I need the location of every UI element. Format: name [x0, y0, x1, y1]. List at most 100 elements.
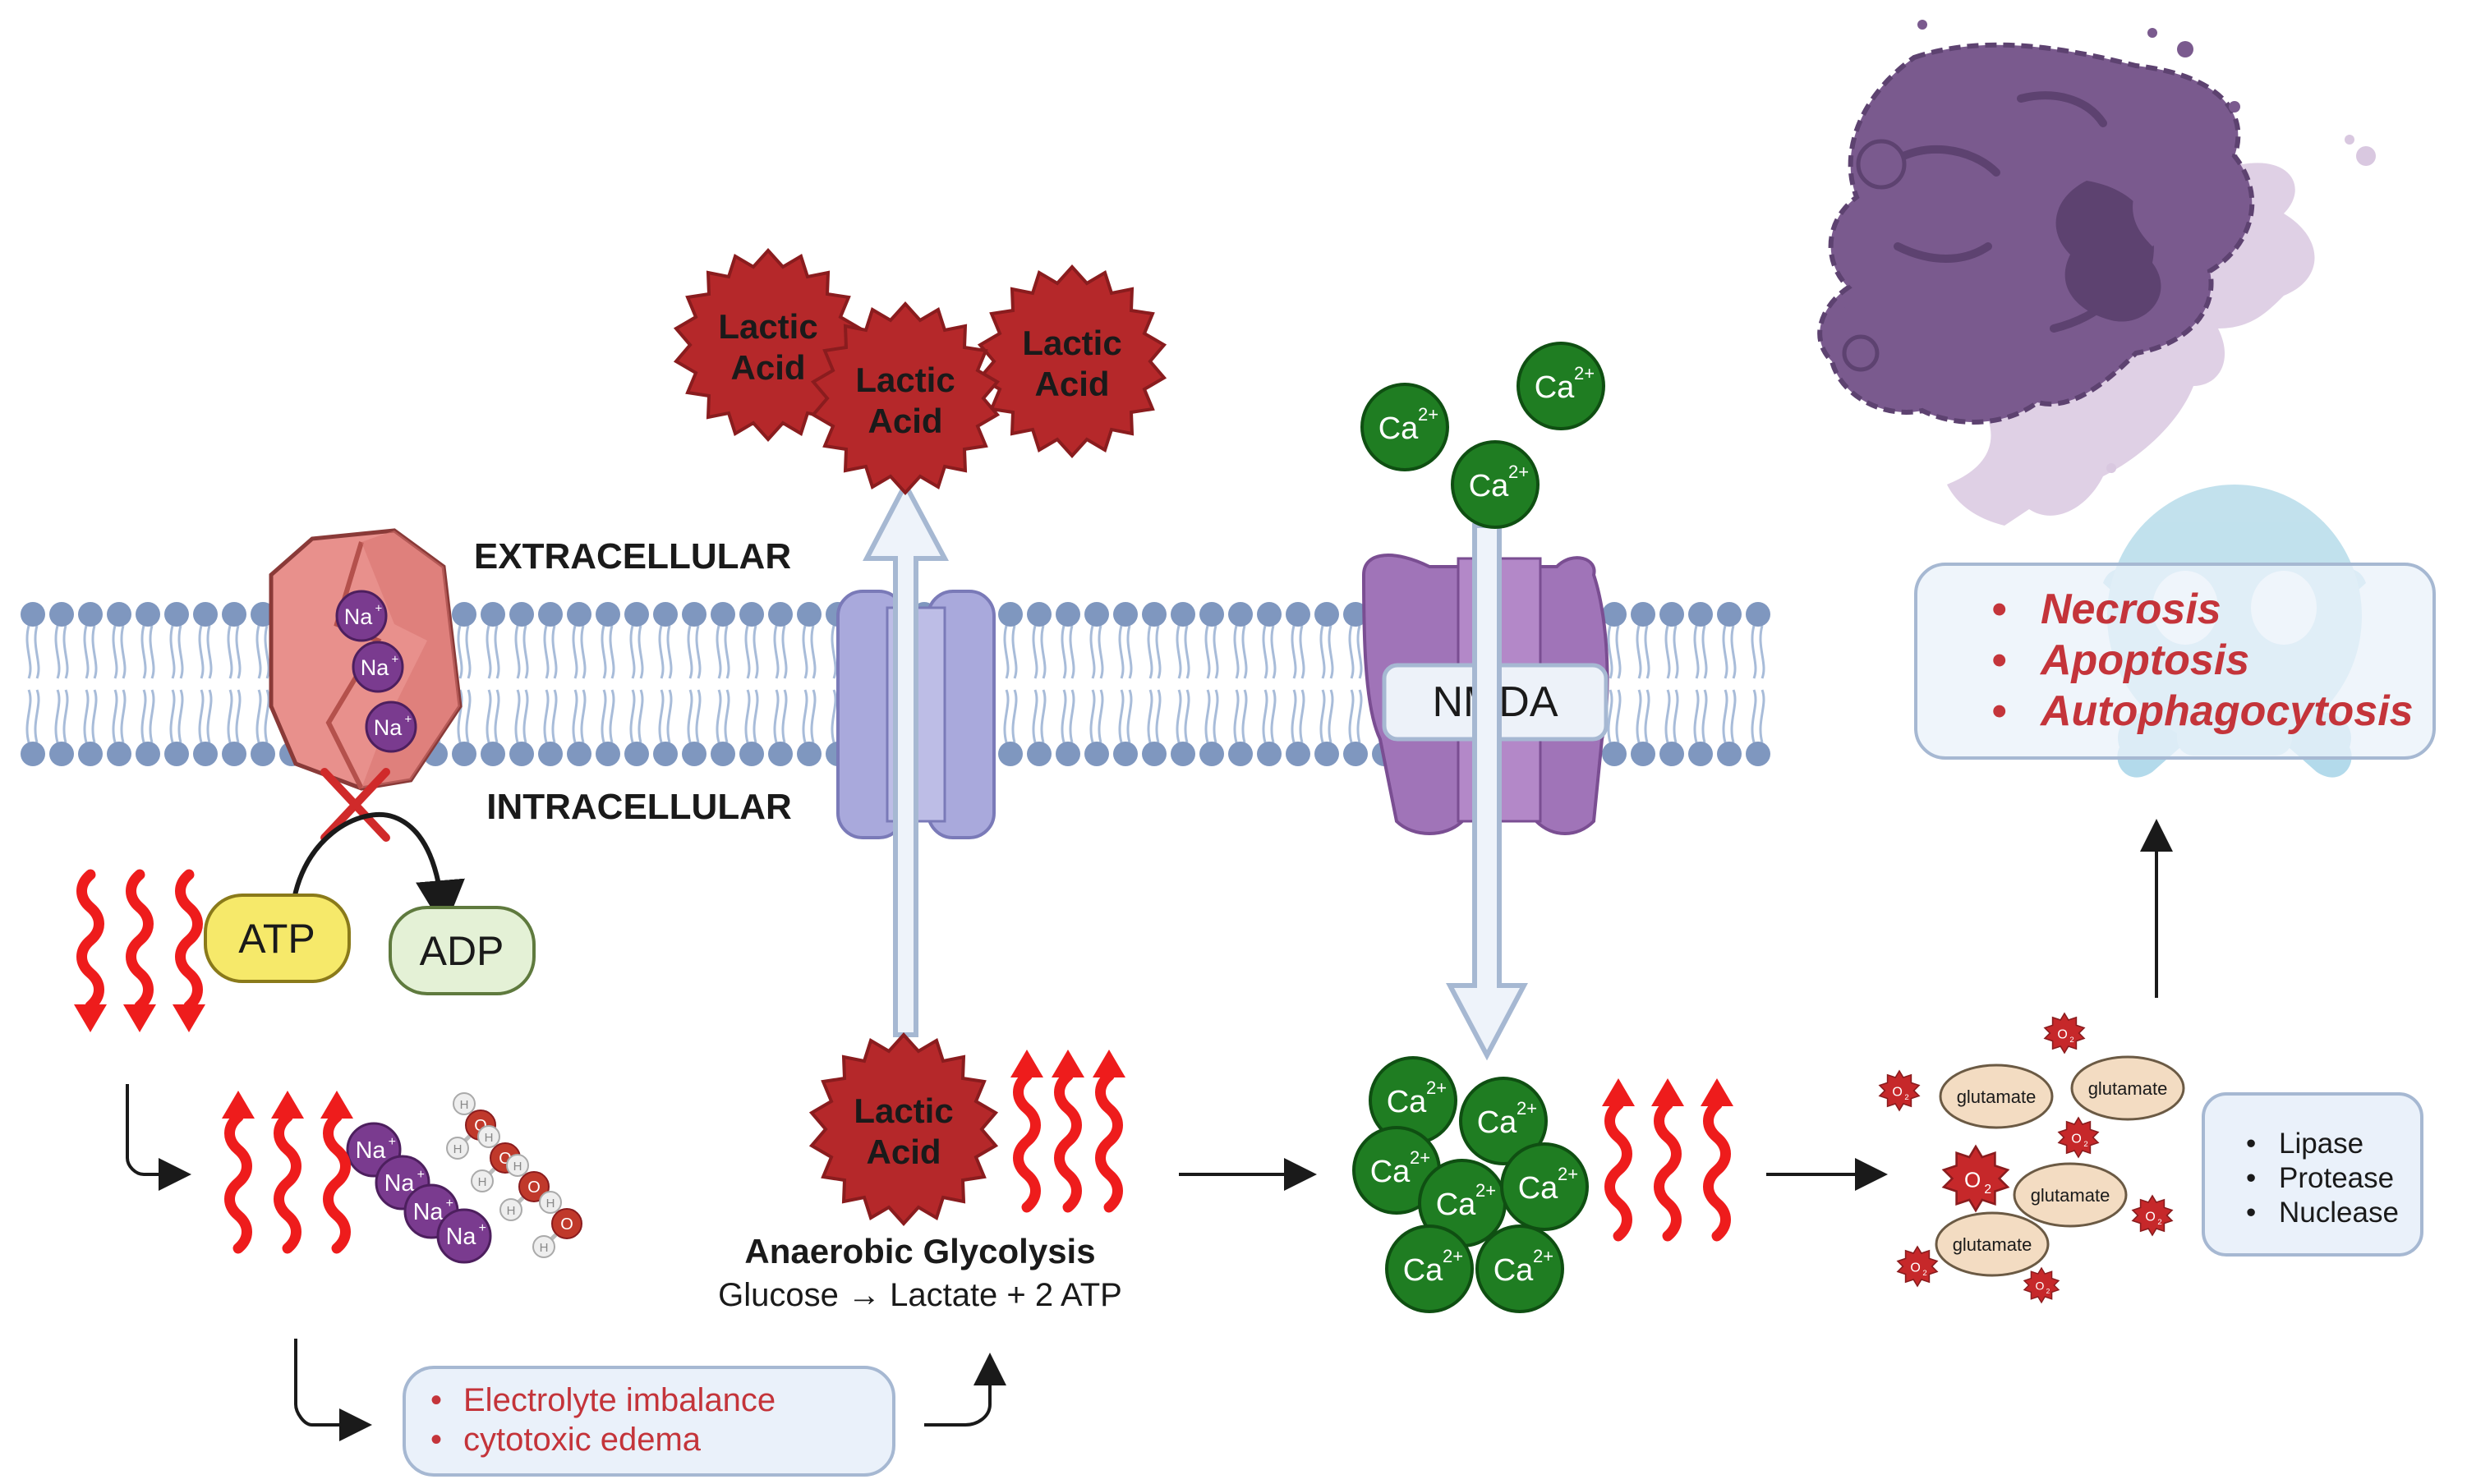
intracellular-label: INTRACELLULAR	[486, 787, 792, 827]
svg-text:+: +	[417, 1168, 425, 1182]
list-item: Necrosis	[1991, 584, 2432, 635]
svg-text:O: O	[560, 1215, 573, 1234]
electrolyte-edema-box: Electrolyte imbalancecytotoxic edema	[403, 1366, 895, 1477]
oxygen-atom	[551, 1208, 582, 1239]
svg-text:2+: 2+	[1508, 462, 1529, 482]
calcium-inflow-arrow	[1446, 523, 1528, 1061]
svg-text:2+: 2+	[1475, 1180, 1496, 1201]
lactic-acid-label: Lactic	[718, 307, 817, 346]
extracellular-label: EXTRACELLULAR	[474, 536, 791, 577]
svg-text:2+: 2+	[1558, 1164, 1578, 1184]
list-item: Electrolyte imbalance	[430, 1381, 892, 1420]
svg-text:Na: Na	[356, 1137, 387, 1164]
adp-label: ADP	[420, 928, 504, 974]
list-item: Autophagocytosis	[1991, 686, 2432, 737]
svg-text:2: 2	[2069, 1036, 2073, 1045]
svg-text:Ca: Ca	[1518, 1171, 1558, 1206]
svg-text:+: +	[375, 602, 383, 616]
svg-text:H: H	[507, 1204, 516, 1218]
lactic-acid-label: Lactic	[854, 1091, 953, 1130]
anaerobic-glycolysis-equation: Glucose → Lactate + 2 ATP	[718, 1277, 1122, 1313]
svg-text:glutamate: glutamate	[2031, 1185, 2110, 1206]
svg-text:Ca: Ca	[1378, 411, 1419, 446]
atp-label: ATP	[238, 916, 315, 962]
anaerobic-glycolysis-title: Anaerobic Glycolysis	[744, 1232, 1095, 1270]
svg-text:2+: 2+	[1443, 1246, 1463, 1266]
hydrogen-atom	[471, 1169, 494, 1192]
oxygen-atom	[518, 1171, 550, 1202]
svg-text:O: O	[2145, 1210, 2155, 1224]
list-item: Protease	[2246, 1161, 2420, 1196]
svg-text:H: H	[546, 1197, 555, 1211]
svg-text:2+: 2+	[1533, 1246, 1553, 1266]
svg-text:Na: Na	[374, 715, 403, 740]
svg-text:2+: 2+	[1410, 1147, 1430, 1168]
cell-membrane	[21, 602, 1770, 766]
svg-text:2+: 2+	[1418, 404, 1438, 425]
svg-text:Ca: Ca	[1403, 1253, 1443, 1288]
atp-to-adp-arrow	[289, 811, 465, 930]
lactate-outflow-arrow	[863, 479, 949, 1037]
heat-wave-icon	[74, 875, 107, 1032]
svg-text:Ca: Ca	[1436, 1188, 1476, 1222]
dead-cell-icon	[1817, 20, 2376, 526]
svg-text:H: H	[478, 1175, 487, 1189]
svg-text:O: O	[1892, 1085, 1902, 1099]
svg-text:H: H	[453, 1142, 463, 1156]
hydrogen-atom	[499, 1198, 522, 1221]
hydrogen-atom	[477, 1125, 500, 1148]
svg-text:H: H	[485, 1131, 494, 1145]
svg-text:glutamate: glutamate	[2088, 1078, 2168, 1099]
lactic-acid-label: Lactic	[1022, 324, 1121, 362]
svg-text:O: O	[1910, 1261, 1920, 1275]
cell-death-outcome-box: NecrosisApoptosisAutophagocytosis	[1914, 563, 2436, 760]
hydrogen-atom	[506, 1154, 529, 1177]
heat-wave-icon	[173, 875, 205, 1032]
svg-text:O: O	[2057, 1027, 2067, 1041]
lactic-acid-label: Lactic	[855, 361, 955, 399]
heat-wave-icon	[320, 1091, 353, 1248]
svg-text:Ca: Ca	[1494, 1253, 1534, 1288]
svg-text:O: O	[527, 1178, 541, 1197]
glutamate-ellipse: glutamate	[1935, 1211, 2050, 1277]
svg-text:H: H	[540, 1241, 549, 1255]
sodium-ion: Na+	[352, 641, 404, 693]
svg-text:H: H	[513, 1160, 522, 1174]
svg-text:2: 2	[2157, 1218, 2161, 1227]
svg-text:+: +	[405, 713, 412, 727]
heat-wave-icon	[1052, 1050, 1084, 1207]
heat-wave-icon	[222, 1091, 255, 1248]
svg-text:+: +	[389, 1135, 396, 1149]
svg-text:Ca: Ca	[1387, 1085, 1427, 1119]
svg-text:Na: Na	[446, 1224, 477, 1250]
sodium-ion-group: Na+Na+Na+Na+Na+Na+Na+	[335, 590, 492, 1264]
svg-text:O: O	[2071, 1132, 2081, 1146]
hydrogen-atom	[539, 1191, 562, 1214]
hydrogen-atom	[453, 1092, 476, 1115]
sodium-ion: Na+	[365, 701, 417, 753]
lactic-acid-label: Acid	[1034, 365, 1109, 403]
heat-wave-icon	[1010, 1050, 1043, 1207]
list-item: Nuclease	[2246, 1196, 2420, 1230]
flow-arrow-2	[294, 1339, 372, 1441]
svg-text:2: 2	[2046, 1287, 2050, 1295]
svg-text:2: 2	[1984, 1183, 1991, 1197]
heat-wave-icon	[123, 875, 156, 1032]
svg-text:+: +	[392, 653, 399, 667]
svg-text:Ca: Ca	[1469, 469, 1509, 503]
svg-text:2: 2	[2083, 1140, 2087, 1149]
